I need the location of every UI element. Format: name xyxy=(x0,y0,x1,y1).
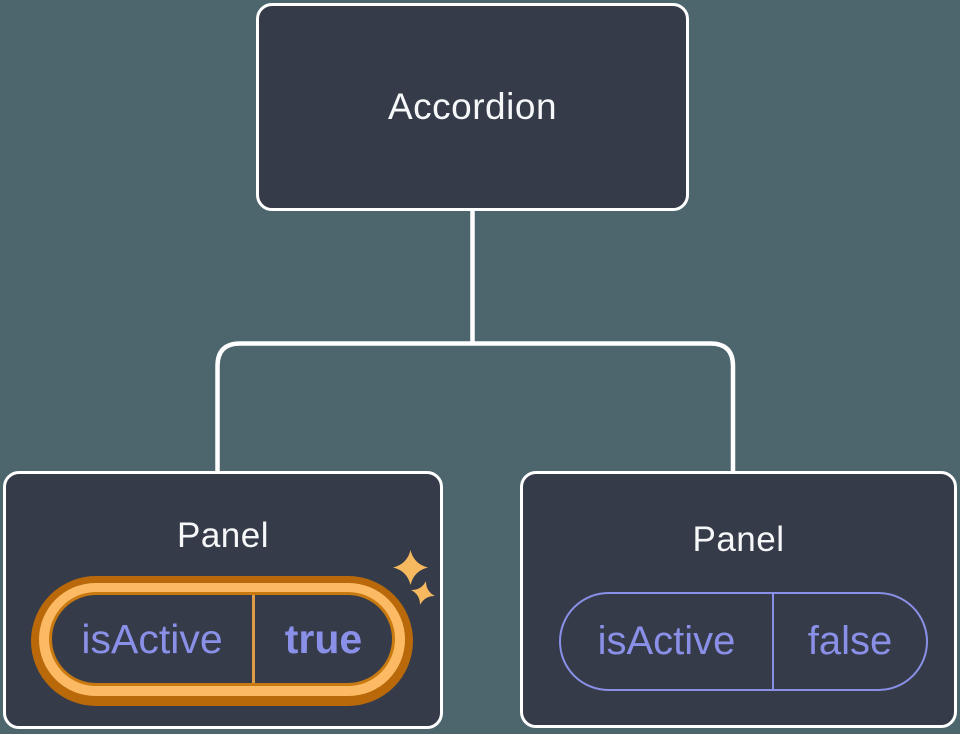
prop-name: isActive xyxy=(597,619,736,663)
prop-name: isActive xyxy=(81,615,223,662)
accordion-node: Accordion xyxy=(256,3,689,211)
panel-node-label: Panel xyxy=(176,516,270,555)
panel-node-active: Panel isActive true xyxy=(3,471,443,729)
prop-value: true xyxy=(252,595,392,683)
prop-value: false xyxy=(772,594,926,689)
accordion-node-label: Accordion xyxy=(387,86,558,127)
sparkle-icon xyxy=(393,550,428,585)
state-pill: isActive false xyxy=(559,592,928,691)
highlight-ring: isActive true xyxy=(39,583,405,696)
panel-node-inactive: Panel isActive false xyxy=(520,471,957,728)
state-pill: isActive true xyxy=(49,592,395,686)
sparkle-icon xyxy=(411,581,435,605)
state-pill-highlighted: isActive true xyxy=(31,576,413,706)
connector-branches xyxy=(215,341,736,471)
panel-node-label: Panel xyxy=(692,520,785,559)
